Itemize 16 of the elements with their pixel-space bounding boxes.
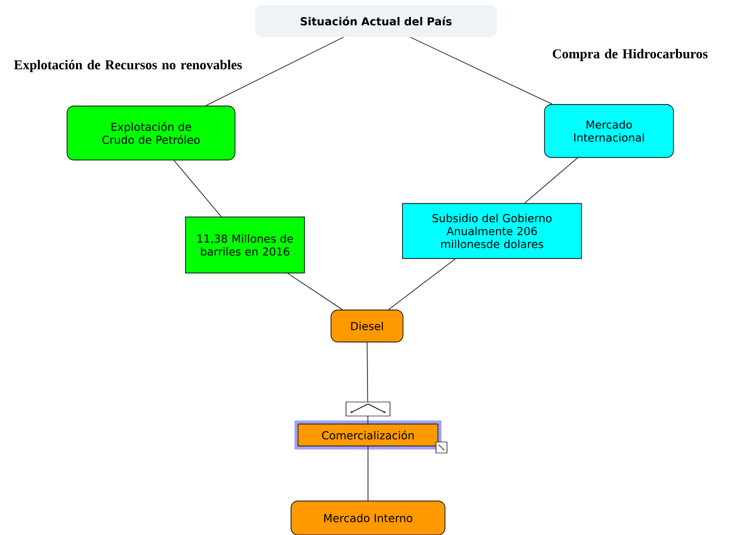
connector-line bbox=[410, 36, 553, 105]
text-box: Comercialización bbox=[294, 420, 442, 450]
connector-line bbox=[174, 160, 222, 218]
heading-label: Compra de Hidrocarburos bbox=[552, 48, 708, 62]
connector-line bbox=[388, 258, 456, 310]
title-box: Situación Actual del País bbox=[255, 5, 497, 37]
connector-line bbox=[287, 272, 343, 310]
process-box: Explotación de Crudo de Petróleo bbox=[66, 106, 236, 160]
process-box: Mercado Interno bbox=[290, 500, 446, 535]
text-box: 11,38 Millones de barriles en 2016 bbox=[185, 216, 305, 274]
heading-label: Explotación de Recursos no renovables bbox=[14, 60, 242, 72]
process-box: Mercado Internacional bbox=[544, 104, 674, 158]
connector-line bbox=[205, 36, 344, 106]
connector-line bbox=[524, 157, 578, 204]
process-box: Diesel bbox=[330, 310, 404, 342]
text-box: Subsidio del Gobierno Anualmente 206 millonesde dolares bbox=[402, 203, 582, 259]
